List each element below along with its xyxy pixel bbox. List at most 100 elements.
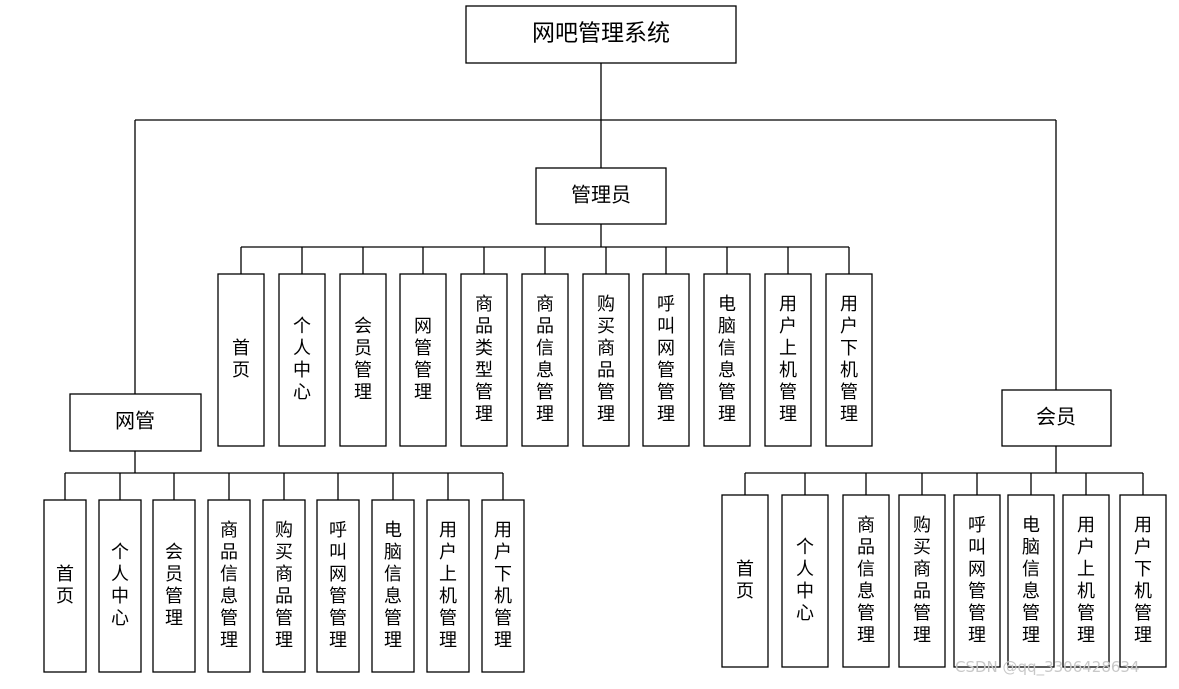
admin-leaf-label-char: 品 [597, 360, 615, 381]
member-leaf-label-char: 用 [1134, 515, 1152, 536]
netadmin-leaf-label-char: 管 [329, 586, 347, 607]
member-leaf-label-char: 管 [913, 603, 931, 624]
member-leaf-label-char: 购 [913, 515, 931, 536]
admin-leaf-box [764, 273, 812, 447]
admin-leaf-label-char: 电 [718, 294, 736, 315]
admin-leaf-label-char: 用 [840, 294, 858, 315]
netadmin-leaf-label-char: 信 [220, 564, 238, 585]
netadmin-leaf-label-char: 脑 [384, 542, 402, 563]
netadmin-leaf-label-char: 心 [111, 608, 129, 629]
member-leaf-box [721, 494, 769, 668]
member-leaf-label-char: 管 [968, 603, 986, 624]
admin-leaf-label-char: 人 [293, 338, 311, 359]
member-leaf-label-char: 品 [913, 581, 931, 602]
netadmin-leaf-label-char: 理 [384, 630, 402, 651]
netadmin-leaf-box [426, 499, 470, 673]
member-leaf-label-char: 上 [1077, 559, 1095, 580]
admin-leaf-label-char: 脑 [718, 316, 736, 337]
admin-leaf-label-char: 理 [779, 404, 797, 425]
netadmin-leaf-label-char: 理 [220, 630, 238, 651]
member-leaf-label-char: 管 [1022, 603, 1040, 624]
admin-leaf-box [278, 273, 326, 447]
admin-leaf-label-char: 理 [657, 404, 675, 425]
member-leaf-label-char: 机 [1077, 581, 1095, 602]
member-leaf-label-char: 理 [857, 625, 875, 646]
netadmin-leaf-label-char: 管 [329, 608, 347, 629]
netadmin-leaf-label-char: 品 [220, 542, 238, 563]
member-leaf-label-char: 呼 [968, 515, 986, 536]
admin-leaf-label-char: 理 [536, 404, 554, 425]
netadmin-leaf-label-char: 电 [384, 520, 402, 541]
member-leaf-label-char: 理 [913, 625, 931, 646]
admin-leaf-label-char: 下 [840, 338, 858, 359]
admin-leaf-label-char: 信 [718, 338, 736, 359]
netadmin-leaf-label-char: 管 [439, 608, 457, 629]
admin-node-box [535, 167, 667, 225]
netadmin-leaf-box [262, 499, 306, 673]
admin-leaf-label-char: 机 [840, 360, 858, 381]
member-node-label: 会员 [1036, 405, 1076, 429]
root-node-label: 网吧管理系统 [532, 21, 670, 47]
netadmin-leaf-label-char: 买 [275, 542, 293, 563]
member-leaf-box [1007, 494, 1055, 668]
admin-leaf-label-char: 商 [475, 294, 493, 315]
admin-leaf-label-char: 商 [536, 294, 554, 315]
member-leaf-label-char: 下 [1134, 559, 1152, 580]
admin-leaf-box [825, 273, 873, 447]
admin-leaf-label-char: 品 [475, 316, 493, 337]
member-leaf-label-char: 脑 [1022, 537, 1040, 558]
netadmin-leaf-label-char: 呼 [329, 520, 347, 541]
root-node-box [465, 5, 737, 64]
admin-leaf-label-char: 员 [354, 338, 372, 359]
member-leaf-label-char: 理 [968, 625, 986, 646]
netadmin-leaf-label-char: 购 [275, 520, 293, 541]
admin-leaf-label-char: 心 [293, 382, 311, 403]
admin-leaf-label-char: 会 [354, 316, 372, 337]
netadmin-leaf-label-char: 品 [275, 586, 293, 607]
member-leaf-label-char: 买 [913, 537, 931, 558]
admin-leaf-label-char: 管 [475, 382, 493, 403]
netadmin-leaf-label-char: 页 [56, 586, 74, 607]
admin-leaf-label-char: 理 [354, 382, 372, 403]
member-leaf-label-char: 信 [1022, 559, 1040, 580]
member-leaf-label-char: 心 [796, 603, 814, 624]
netadmin-leaf-label-char: 人 [111, 564, 129, 585]
member-leaf-label-char: 网 [968, 559, 986, 580]
admin-leaf-label-char: 管 [354, 360, 372, 381]
root-to-branches-connector [134, 63, 1057, 394]
admin-leaf-label-char: 机 [779, 360, 797, 381]
netadmin-leaf-box [371, 499, 415, 673]
netadmin-leaf-label-char: 商 [220, 520, 238, 541]
member-leaf-label-char: 商 [857, 515, 875, 536]
member-leaf-box [781, 494, 829, 668]
admin-leaf-label-char: 首 [232, 338, 250, 359]
netadmin-leaf-label-char: 用 [439, 520, 457, 541]
netadmin-leaf-label-char: 理 [165, 608, 183, 629]
admin-leaf-box [703, 273, 751, 447]
admin-leaf-box [642, 273, 690, 447]
netadmin-leaf-label-char: 商 [275, 564, 293, 585]
member-leaf-label-char: 中 [796, 581, 814, 602]
member-leaf-label-char: 户 [1134, 537, 1152, 558]
admin-leaf-label-char: 用 [779, 294, 797, 315]
admin-leaf-label-char: 管 [840, 382, 858, 403]
admin-leaf-label-char: 购 [597, 294, 615, 315]
admin-leaf-box [217, 273, 265, 447]
netadmin-leaf-box [43, 499, 87, 673]
admin-leaf-label-char: 理 [840, 404, 858, 425]
admin-leaf-label-char: 页 [232, 360, 250, 381]
netadmin-leaf-label-char: 网 [329, 564, 347, 585]
netadmin-leaf-box [481, 499, 525, 673]
netadmin-leaf-label-char: 管 [384, 608, 402, 629]
netadmin-leaf-label-char: 会 [165, 542, 183, 563]
member-leaf-label-char: 信 [857, 559, 875, 580]
member-leaf-label-char: 管 [1134, 603, 1152, 624]
netadmin-leaf-label-char: 中 [111, 586, 129, 607]
netadmin-leaf-label-char: 用 [494, 520, 512, 541]
member-leaf-label-char: 个 [796, 537, 814, 558]
admin-leaf-box [399, 273, 447, 447]
netadmin-leaf-label-char: 管 [494, 608, 512, 629]
member-leaf-label-char: 电 [1022, 515, 1040, 536]
admin-leaf-label-char: 买 [597, 316, 615, 337]
admin-leaf-label-char: 叫 [657, 316, 675, 337]
